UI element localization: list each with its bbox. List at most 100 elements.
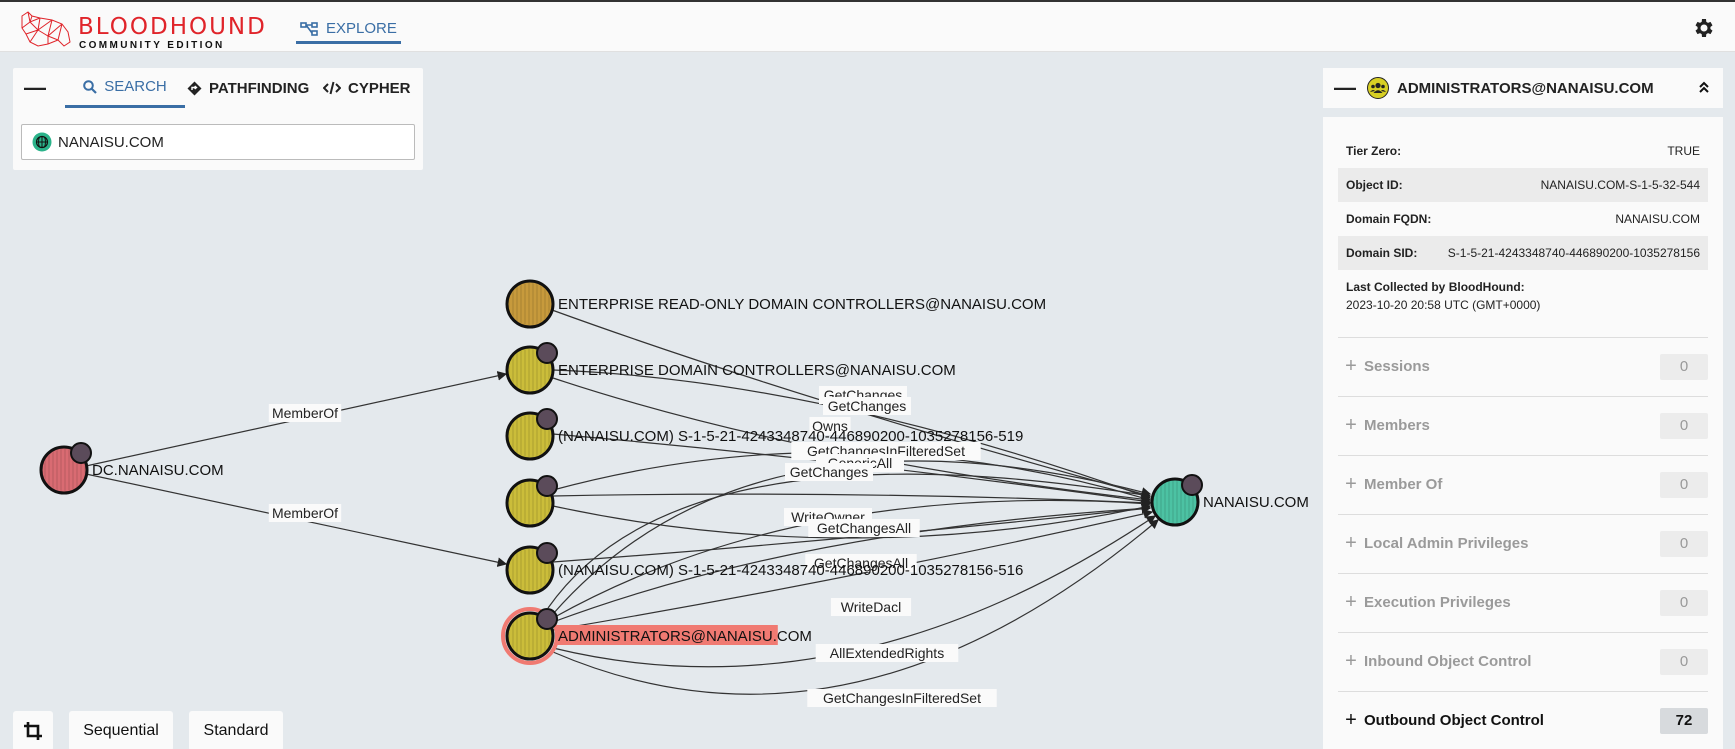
node-badge-icon [536, 408, 558, 430]
section-inbound-control[interactable]: + Inbound Object Control 0 [1338, 632, 1708, 690]
graph-canvas[interactable]: MemberOfMemberOfGetChangesGetChangesOwns… [0, 52, 1320, 749]
bloodhound-logo[interactable]: BLOODHOUND COMMUNITY EDITION [18, 10, 265, 51]
graph-node-label: ADMINISTRATORS@NANAISU.COM [558, 628, 812, 645]
plus-icon: + [1345, 473, 1357, 495]
collapse-entity-button[interactable]: — [1334, 75, 1356, 100]
edge-admins-writedacl[interactable] [552, 509, 1154, 631]
node-badge-icon [536, 342, 558, 364]
prop-object-id: Object ID: NANAISU.COM-S-1-5-32-544 [1338, 168, 1708, 202]
plus-icon: + [1345, 709, 1357, 731]
edge-label-owns[interactable]: Owns [812, 418, 848, 434]
prop-key: Object ID: [1346, 178, 1403, 192]
plus-icon: + [1345, 355, 1357, 377]
group-icon [1367, 77, 1389, 99]
section-label: Members [1364, 417, 1430, 434]
plus-icon: + [1345, 532, 1357, 554]
search-input[interactable]: NANAISU.COM [21, 124, 415, 160]
layout-sequential-button[interactable]: Sequential [69, 711, 173, 749]
edge-label-getchanges[interactable]: GetChanges [828, 398, 907, 414]
tab-search[interactable]: SEARCH [65, 68, 185, 108]
tab-cypher-label: CYPHER [348, 79, 411, 97]
graph-node-label: DC.NANAISU.COM [92, 462, 224, 479]
section-count: 0 [1660, 530, 1708, 557]
node-badge-icon [536, 542, 558, 564]
gear-icon[interactable] [1691, 16, 1715, 40]
edge-label-getchangesinfilteredset[interactable]: GetChangesInFilteredSet [823, 690, 981, 706]
edge-admins-loop[interactable] [547, 473, 1152, 609]
section-local-admin[interactable]: + Local Admin Privileges 0 [1338, 514, 1708, 572]
graph-node-domain[interactable]: NANAISU.COM [1150, 474, 1309, 527]
prop-value: NANAISU.COM-S-1-5-32-544 [1540, 178, 1700, 192]
graph-node-label: (NANAISU.COM) S-1-5-21-4243348740-446890… [558, 428, 1023, 445]
edge-label-writedacl[interactable]: WriteDacl [841, 599, 901, 615]
graph-node-dc[interactable]: DC.NANAISU.COM [39, 442, 224, 495]
edge-label-getchangesall[interactable]: GetChangesAll [817, 520, 911, 536]
edge-admins-filtered[interactable] [552, 519, 1159, 695]
edge-label-bg [809, 417, 851, 435]
crop-button[interactable] [13, 711, 53, 749]
prop-domain-fqdn: Domain FQDN: NANAISU.COM [1338, 202, 1708, 236]
prop-tier-zero: Tier Zero: TRUE [1338, 134, 1708, 168]
collapse-button[interactable]: — [24, 75, 46, 100]
graph-node-admins[interactable]: ADMINISTRATORS@NANAISU.COM [501, 607, 812, 665]
layout-standard-button[interactable]: Standard [189, 711, 283, 749]
tab-pathfinding[interactable]: PATHFINDING [187, 68, 309, 108]
edge-u-getchanges[interactable] [552, 493, 1152, 508]
graph-node-s516[interactable]: (NANAISU.COM) S-1-5-21-4243348740-446890… [505, 542, 1023, 595]
prop-key: Tier Zero: [1346, 144, 1402, 158]
graph-node-label: ENTERPRISE DOMAIN CONTROLLERS@NANAISU.CO… [558, 362, 956, 379]
edge-label-allextendedrights[interactable]: AllExtendedRights [830, 645, 944, 661]
edge-label-bg [805, 554, 917, 572]
section-execution[interactable]: + Execution Privileges 0 [1338, 573, 1708, 631]
node-badge-icon [536, 475, 558, 497]
plus-icon: + [1345, 414, 1357, 436]
last-collected-label: Last Collected by BloodHound: [1346, 280, 1525, 294]
globe-icon [32, 132, 52, 152]
logo-subtitle: COMMUNITY EDITION [79, 40, 225, 51]
prop-value: TRUE [1667, 144, 1700, 158]
chevron-double-up-icon[interactable] [1697, 80, 1711, 94]
graph-node-label: NANAISU.COM [1203, 494, 1309, 511]
edge-label-bg [785, 463, 873, 481]
edge-label-memberof[interactable]: MemberOf [272, 505, 338, 521]
section-outbound-control[interactable]: + Outbound Object Control 72 [1338, 691, 1708, 749]
section-count: 0 [1660, 471, 1708, 498]
tab-pathfinding-label: PATHFINDING [209, 79, 310, 97]
edge-label-getchangesall[interactable]: GetChangesAll [814, 555, 908, 571]
prop-key: Domain SID: [1346, 246, 1418, 260]
section-label: Sessions [1364, 358, 1430, 375]
graph-node-s519[interactable]: (NANAISU.COM) S-1-5-21-4243348740-446890… [505, 408, 1023, 461]
nav-explore-label: EXPLORE [326, 20, 397, 37]
tab-search-label: SEARCH [104, 78, 167, 95]
node-badge-icon [536, 608, 558, 630]
graph-node-erodc[interactable]: ENTERPRISE READ-ONLY DOMAIN CONTROLLERS@… [505, 279, 1046, 329]
section-sessions[interactable]: + Sessions 0 [1338, 337, 1708, 395]
prop-value: NANAISU.COM [1615, 212, 1700, 226]
section-label: Execution Privileges [1364, 594, 1511, 611]
edge-admins-writeowner2[interactable] [552, 503, 1152, 623]
node-badge-icon [70, 442, 92, 464]
top-bar: BLOODHOUND COMMUNITY EDITION EXPLORE [0, 0, 1735, 52]
edge-s516-getchangesall[interactable] [552, 504, 1152, 563]
graph-node-label: (NANAISU.COM) S-1-5-21-4243348740-446890… [558, 562, 1023, 579]
edge-label-getchanges[interactable]: GetChanges [790, 464, 869, 480]
section-count: 0 [1660, 412, 1708, 439]
tab-cypher[interactable]: CYPHER [323, 68, 411, 108]
section-members[interactable]: + Members 0 [1338, 396, 1708, 454]
graph-node-edc[interactable]: ENTERPRISE DOMAIN CONTROLLERS@NANAISU.CO… [505, 342, 956, 395]
diamond-route-icon [187, 81, 202, 95]
edge-label-memberof[interactable]: MemberOf [272, 405, 338, 421]
edge-label-bg [268, 504, 342, 522]
prop-value: S-1-5-21-4243348740-446890200-1035278156 [1447, 246, 1700, 260]
nav-explore[interactable]: EXPLORE [296, 16, 401, 44]
node-badge-icon [1181, 474, 1203, 496]
section-label: Member Of [1364, 476, 1443, 493]
entity-panel-header: — ADMINISTRATORS@NANAISU.COM [1323, 68, 1723, 108]
graph-icon [300, 21, 318, 36]
edge-label-bg [808, 519, 920, 537]
graph-node-unlabeled[interactable] [505, 475, 558, 528]
edge-label-bg [815, 644, 959, 662]
prop-domain-sid: Domain SID: S-1-5-21-4243348740-44689020… [1338, 236, 1708, 270]
edge-label-bg [823, 397, 911, 415]
section-member-of[interactable]: + Member Of 0 [1338, 455, 1708, 513]
